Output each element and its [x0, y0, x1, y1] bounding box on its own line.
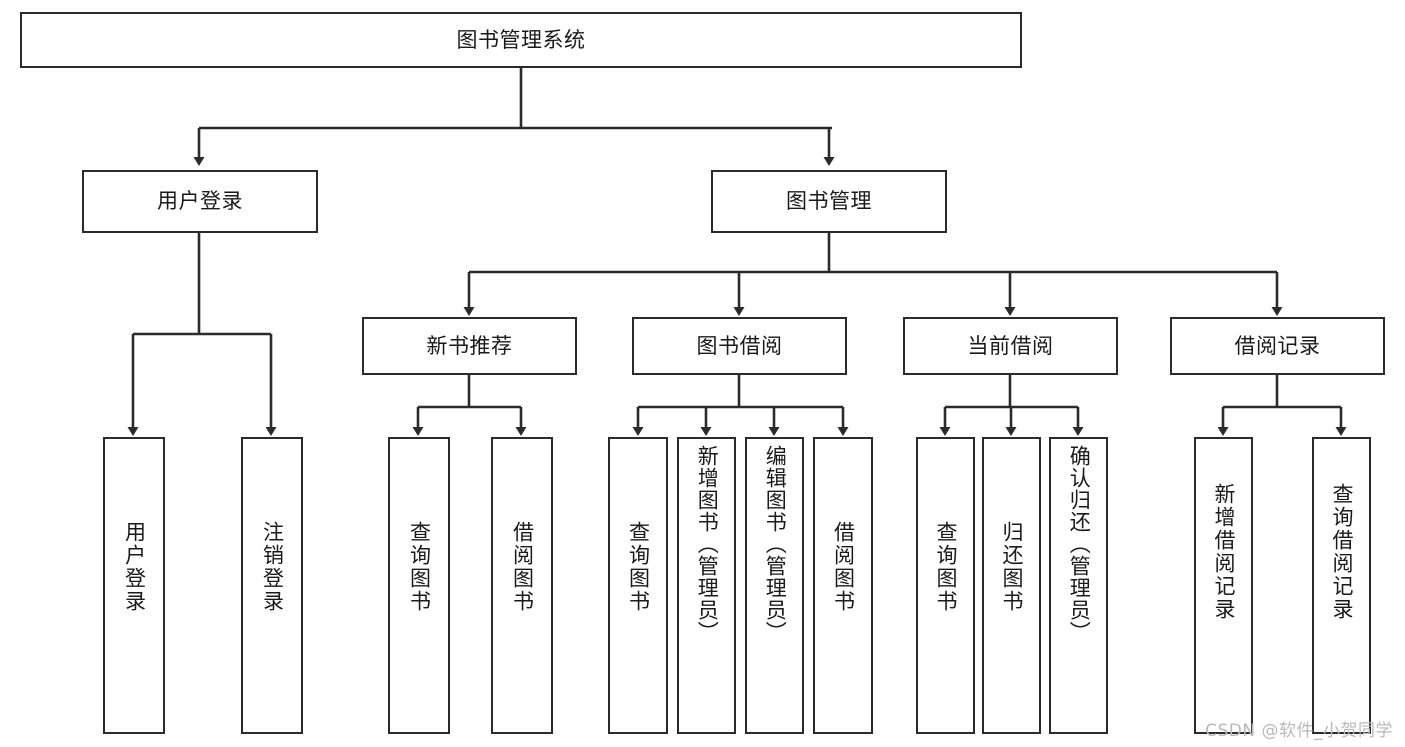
csdn-watermark: CSDN @软件_小贺同学	[1205, 721, 1393, 741]
node-root-system[interactable]: 图书管理系统	[20, 12, 1022, 68]
node-label: 确认归还（管理员）	[1067, 445, 1092, 643]
node-label: 查询图书	[626, 521, 651, 613]
node-label: 查询图书	[407, 521, 432, 613]
node-label: 归还图书	[999, 521, 1024, 613]
node-label: 图书管理系统	[456, 27, 586, 52]
node-borrow-record[interactable]: 借阅记录	[1170, 317, 1385, 375]
node-label: 借阅记录	[1234, 333, 1321, 358]
leaf-edit-book-admin[interactable]: 编辑图书（管理员）	[745, 437, 804, 734]
node-label: 用户登录	[122, 521, 147, 613]
leaf-borrow-book-borrow[interactable]: 借阅图书	[813, 437, 873, 734]
leaf-add-borrow-record[interactable]: 新增借阅记录	[1194, 437, 1253, 734]
leaf-query-book-borrow[interactable]: 查询图书	[608, 437, 668, 734]
node-label: 图书管理	[786, 189, 872, 214]
node-book-borrow[interactable]: 图书借阅	[632, 317, 847, 375]
node-label: 新书推荐	[426, 333, 513, 358]
leaf-borrow-book-recommend[interactable]: 借阅图书	[491, 437, 553, 734]
node-label: 注销登录	[260, 521, 285, 613]
node-label: 编辑图书（管理员）	[763, 445, 788, 643]
node-label: 查询图书	[933, 521, 958, 613]
node-label: 新增图书（管理员）	[695, 445, 720, 643]
leaf-confirm-return-admin[interactable]: 确认归还（管理员）	[1049, 437, 1108, 734]
node-label: 新增借阅记录	[1211, 483, 1236, 621]
leaf-return-book[interactable]: 归还图书	[982, 437, 1041, 734]
node-user-login[interactable]: 用户登录	[82, 170, 318, 233]
node-label: 查询借阅记录	[1329, 483, 1354, 621]
leaf-add-book-admin[interactable]: 新增图书（管理员）	[677, 437, 736, 734]
leaf-query-borrow-record[interactable]: 查询借阅记录	[1312, 437, 1371, 734]
leaf-query-book-current[interactable]: 查询图书	[916, 437, 975, 734]
node-new-book-recommend[interactable]: 新书推荐	[362, 317, 577, 375]
node-label: 当前借阅	[967, 333, 1054, 358]
leaf-logout-login[interactable]: 注销登录	[241, 437, 303, 734]
node-book-management[interactable]: 图书管理	[711, 170, 947, 233]
node-current-borrow[interactable]: 当前借阅	[903, 317, 1118, 375]
node-label: 借阅图书	[831, 521, 856, 613]
leaf-user-login[interactable]: 用户登录	[103, 437, 165, 734]
leaf-query-book-recommend[interactable]: 查询图书	[388, 437, 450, 734]
node-label: 用户登录	[157, 189, 243, 214]
node-label: 借阅图书	[510, 521, 535, 613]
node-label: 图书借阅	[696, 333, 783, 358]
